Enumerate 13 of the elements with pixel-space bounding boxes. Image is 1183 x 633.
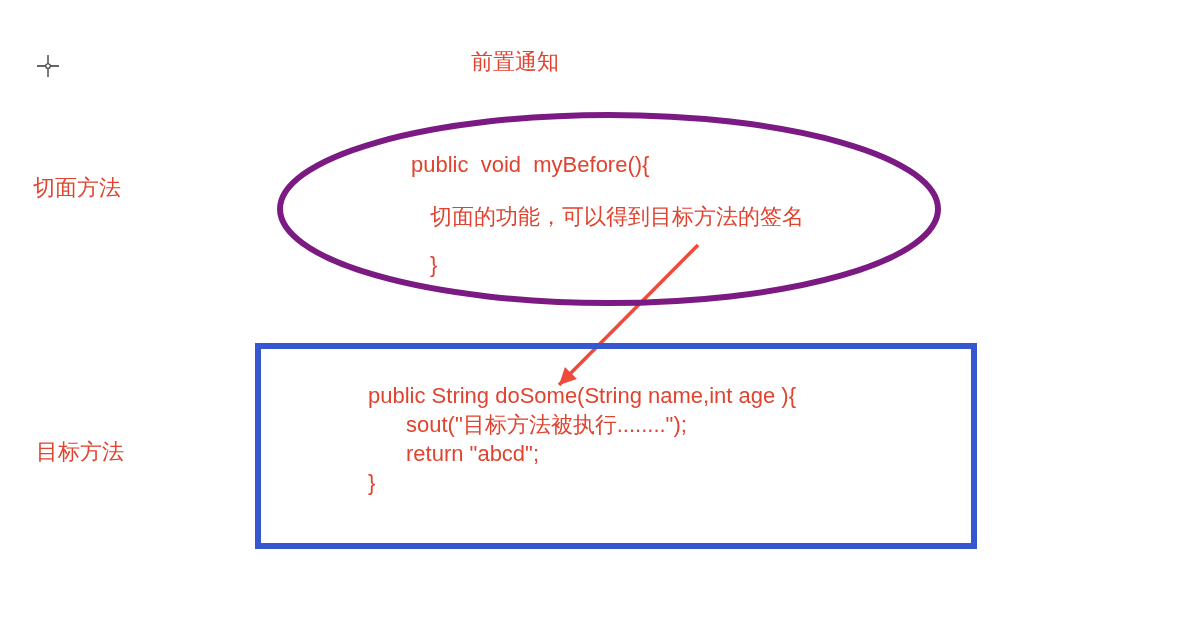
code-line: public void myBefore(){	[411, 152, 650, 178]
side-label: 切面方法	[33, 175, 121, 201]
code-line: }	[368, 470, 376, 496]
code-line: sout("目标方法被执行........");	[406, 412, 687, 438]
side-label: 目标方法	[36, 439, 124, 465]
code-line: }	[430, 252, 438, 278]
code-line: public String doSome(String name,int age ){	[368, 383, 796, 409]
diagram-title: 前置通知	[471, 49, 559, 75]
comment-text: 切面的功能，可以得到目标方法的签名	[430, 204, 804, 230]
code-box	[255, 343, 977, 549]
arrow	[557, 243, 700, 387]
code-line: return "abcd";	[406, 441, 540, 467]
ellipse	[277, 112, 941, 306]
